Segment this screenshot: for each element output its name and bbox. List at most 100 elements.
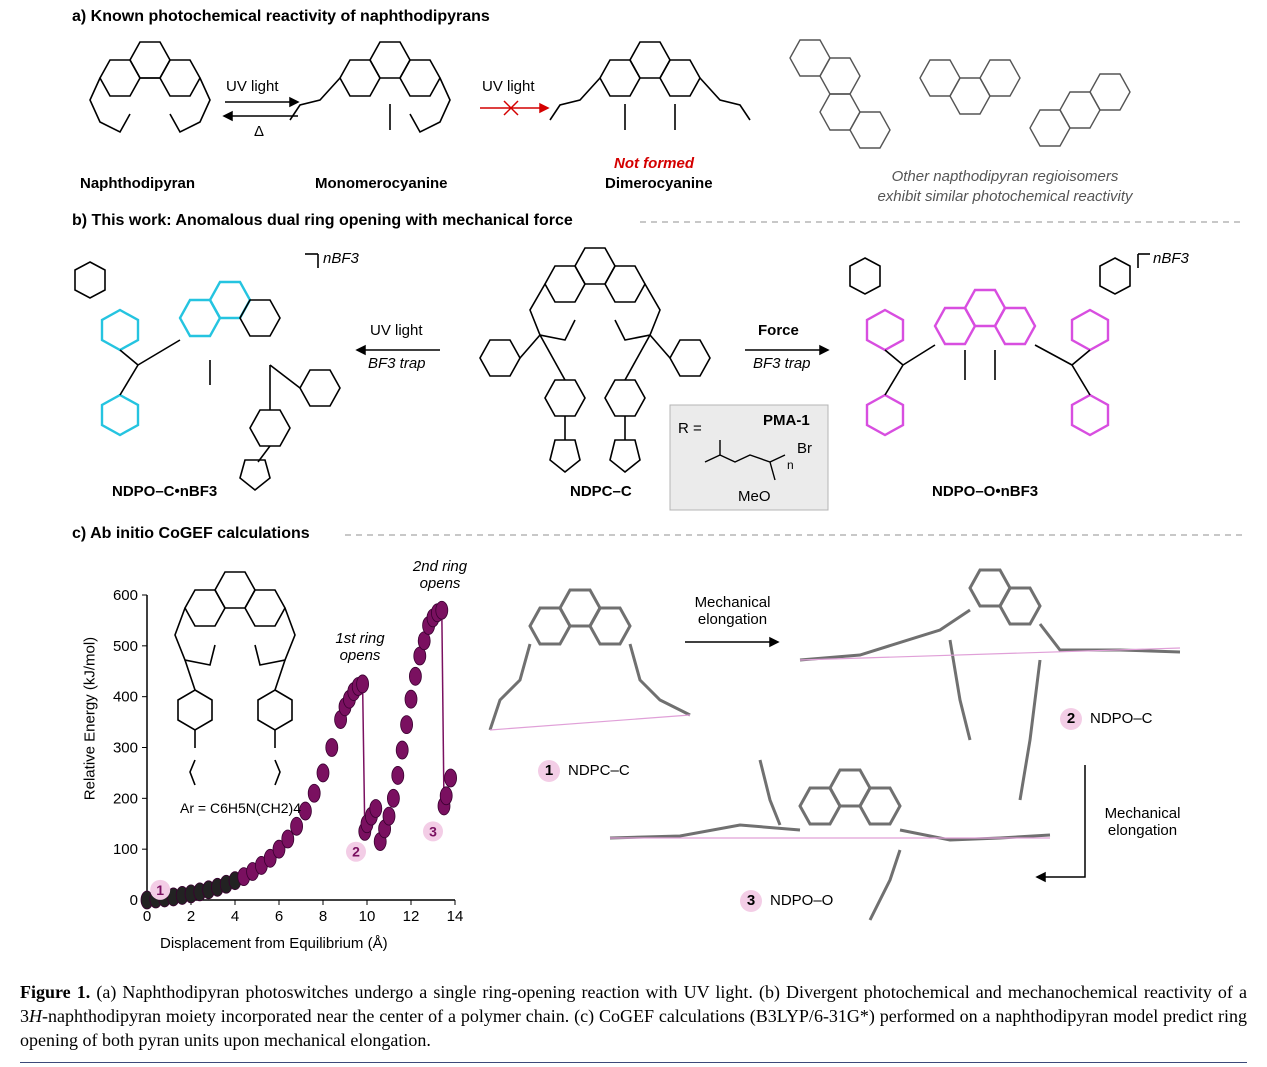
y-tick-label: 100 [113, 841, 138, 858]
ndp-cc-label: NDPC–C [570, 483, 632, 500]
monomerocyanine-label: Monomerocyanine [315, 175, 448, 192]
uv-light-label-2: UV light [482, 78, 535, 95]
structure-label-1: NDPC–C [568, 762, 630, 779]
x-tick-label: 10 [359, 908, 376, 925]
y-tick-label: 200 [113, 790, 138, 807]
uv-light-label-1: UV light [226, 78, 279, 95]
x-tick-label: 14 [447, 908, 464, 925]
nbf3-right: nBF3 [1153, 250, 1189, 267]
meo-label: MeO [738, 488, 771, 505]
cogef-structure-3 [609, 759, 1051, 921]
x-tick-label: 6 [275, 908, 283, 925]
ring2-label: 2nd ring opens [412, 558, 468, 592]
pma-box [669, 404, 829, 511]
bf3-trap-left: BF3 trap [368, 355, 426, 372]
structure-marker-1: 1 [538, 760, 560, 782]
chart-marker-bg [346, 841, 366, 862]
chart-marker-label: 2 [352, 844, 360, 860]
x-tick-label: 0 [143, 908, 151, 925]
drop-line-2 [441, 610, 445, 806]
chart-marker-bg [423, 821, 443, 842]
naphthodipyran-structure [89, 41, 211, 134]
nbf3-left: nBF3 [323, 250, 359, 267]
data-point [325, 738, 339, 757]
data-point [356, 674, 370, 694]
regio-note-2: exhibit similar photochemical reactivity [877, 188, 1133, 205]
x-tick-label: 2 [187, 908, 195, 925]
chart-xlabel: Displacement from Equilibrium (Å) [160, 935, 388, 952]
ring1-label: 1st ring opens [335, 630, 385, 664]
ndp-oo-structure [849, 253, 1150, 437]
y-tick-label: 0 [130, 892, 138, 909]
data-point [272, 839, 286, 859]
data-point [435, 600, 449, 620]
panel-b-arrows [355, 344, 830, 356]
data-point [290, 816, 304, 836]
data-point [298, 801, 312, 821]
data-point [395, 740, 409, 760]
delta-label: Δ [254, 123, 265, 140]
data-point [316, 763, 330, 783]
dimerocyanine-label: Dimerocyanine [605, 175, 713, 192]
ndp-oc-label: NDPO–C•nBF3 [112, 483, 218, 500]
structure-marker-2: 2 [1060, 708, 1082, 730]
structure-label-2: NDPO–C [1090, 710, 1153, 727]
ndp-oc-structure [74, 253, 341, 492]
bottom-rule [20, 1062, 1247, 1063]
data-point [444, 768, 458, 788]
naphthodipyran-label: Naphthodipyran [80, 175, 195, 192]
section-a-title: a) Known photochemical reactivity of nap… [72, 8, 490, 25]
structure-marker-3: 3 [740, 890, 762, 912]
r-equals-label: R = [678, 420, 702, 437]
data-point [404, 689, 418, 709]
cogef-structure-2 [799, 568, 1181, 801]
dimerocyanine-structure [549, 41, 751, 130]
data-point [382, 806, 396, 826]
x-tick-label: 4 [231, 908, 239, 925]
red-arrow [480, 100, 550, 116]
not-formed-label: Not formed [614, 155, 694, 172]
regio-note-1: Other napthodipyran regioisomers [891, 168, 1119, 185]
data-point [439, 786, 453, 806]
figure-caption: Figure 1. (a) Naphthodipyran photoswitch… [20, 982, 1247, 1050]
data-point [400, 715, 414, 735]
regioisomer-structures [789, 39, 1131, 149]
model-structure [174, 571, 296, 786]
ndp-oo-label: NDPO–O•nBF3 [932, 483, 1039, 500]
y-tick-label: 500 [113, 638, 138, 655]
panel-a-arrows [222, 96, 300, 122]
chart-marker-label: 1 [156, 882, 164, 898]
drop-line-1 [361, 683, 366, 832]
br-label: Br [797, 440, 812, 457]
structure-label-3: NDPO–O [770, 892, 834, 909]
mech-elongation-2: Mechanical elongation [1104, 805, 1181, 839]
monomerocyanine-structure [289, 41, 451, 134]
data-point [391, 766, 405, 785]
data-point [408, 666, 422, 686]
panel-c-arrows [685, 636, 1086, 883]
data-point [369, 799, 383, 818]
n-label: n [787, 458, 794, 472]
data-point [307, 783, 321, 803]
bf3-trap-right: BF3 trap [753, 355, 811, 372]
ndp-cc-structure [479, 247, 711, 474]
data-point [386, 788, 400, 808]
data-point [263, 848, 277, 868]
y-tick-label: 600 [113, 587, 138, 604]
section-c-title: c) Ab initio CoGEF calculations [72, 525, 310, 542]
chart-marker-bg [150, 879, 171, 900]
section-b-title: b) This work: Anomalous dual ring openin… [72, 212, 573, 229]
y-tick-label: 400 [113, 689, 138, 706]
x-tick-label: 12 [403, 908, 420, 925]
cogef-structure-1 [488, 588, 691, 731]
chart-marker-label: 3 [429, 823, 437, 839]
ar-label: Ar = C6H5N(CH2)4 [180, 800, 301, 816]
mech-elongation-1: Mechanical elongation [694, 594, 771, 628]
pma-label: PMA-1 [763, 412, 810, 429]
force-label: Force [758, 322, 799, 339]
uv-light-b-label: UV light [370, 322, 423, 339]
y-tick-label: 300 [113, 740, 138, 757]
x-tick-label: 8 [319, 908, 327, 925]
